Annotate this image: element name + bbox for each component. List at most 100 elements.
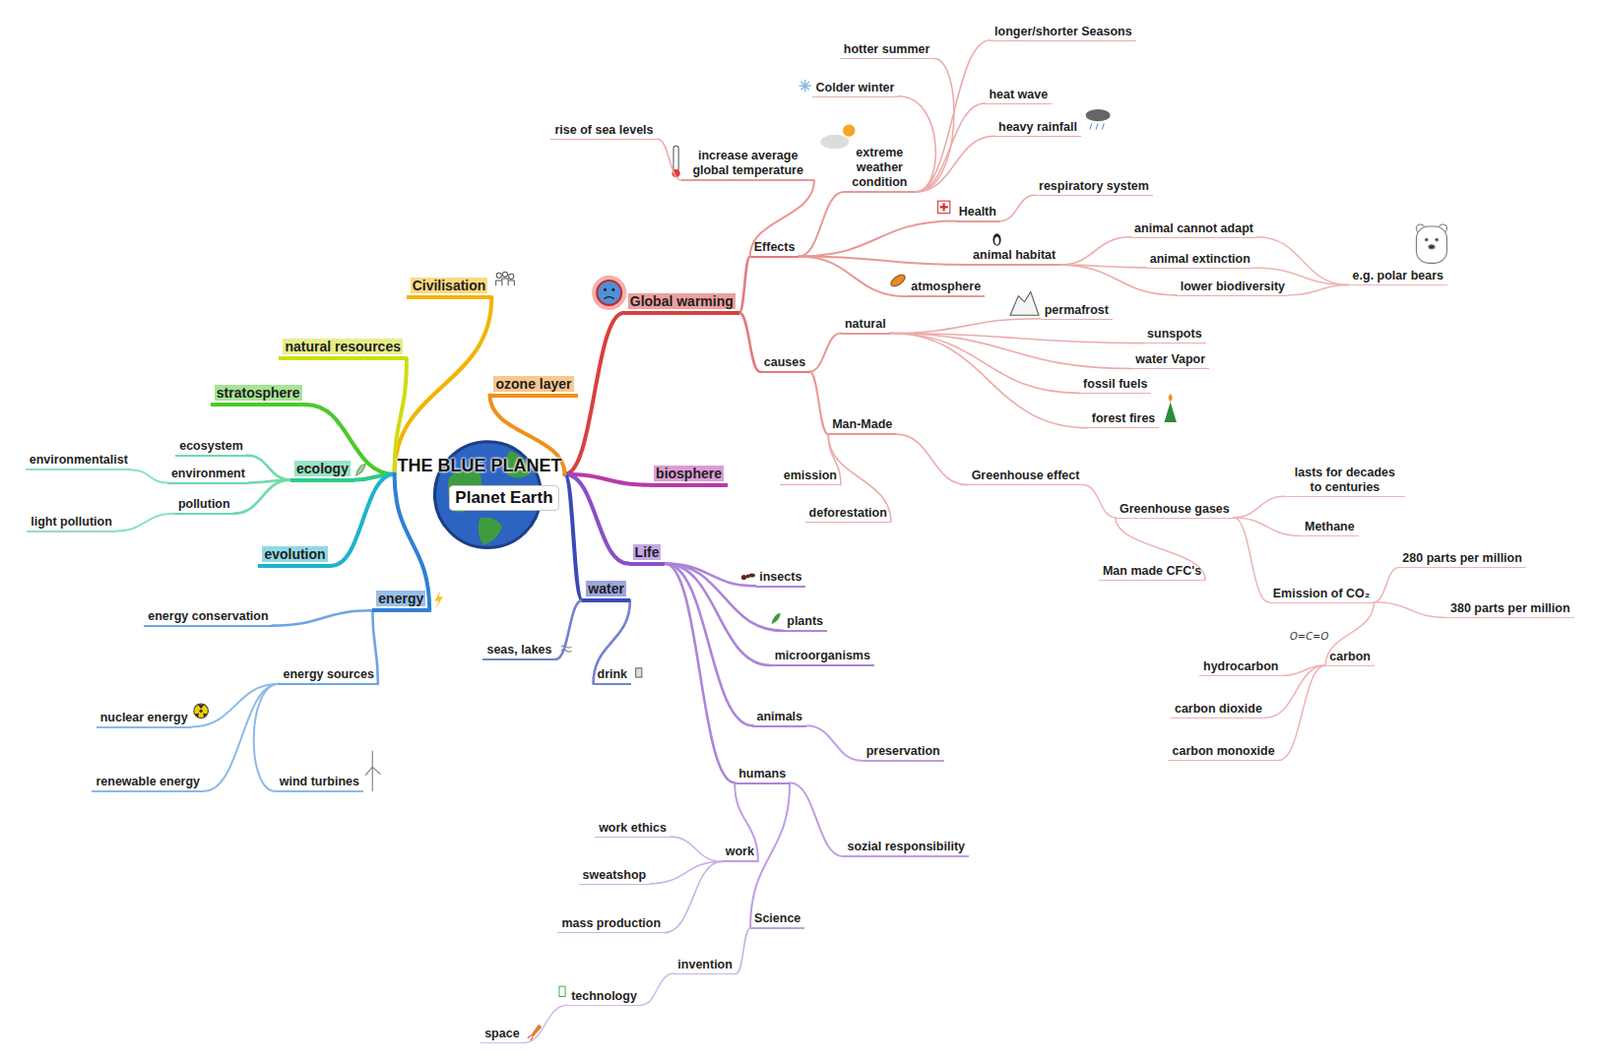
branch-line — [1373, 568, 1399, 603]
branch-topic: plants — [782, 614, 828, 633]
topic-text: Emission of CO₂ — [1273, 586, 1371, 601]
branch-topic: energy sources — [278, 667, 378, 686]
topic-text: microorganisms — [774, 648, 871, 663]
topic-text: humans — [738, 767, 786, 781]
topic-text: THE BLUE PLANET — [397, 455, 563, 478]
main-branch: biosphere — [649, 465, 728, 488]
topic-text: sozial responsibility — [847, 839, 965, 854]
topic-text: e.g. polar bears — [1352, 268, 1444, 283]
branch-topic: rise of sea levels — [550, 123, 657, 140]
topic-text: Colder winter — [816, 80, 896, 95]
topic-text: Life — [633, 544, 662, 561]
topic-text: atmosphere — [910, 279, 981, 294]
branch-topic: heat wave — [984, 87, 1052, 105]
branch-topic: Man-Made — [828, 417, 896, 436]
topic-text: invention — [677, 958, 733, 972]
branch-line — [798, 221, 955, 257]
topic-text: energy sources — [282, 667, 374, 682]
branch-topic: preservation — [862, 744, 945, 763]
branch-line — [394, 297, 493, 475]
branch-line — [640, 973, 674, 1006]
branch-topic: microorganisms — [770, 648, 875, 667]
branch-topic: carbon — [1325, 649, 1375, 667]
topic-text: animal cannot adapt — [1134, 221, 1254, 236]
topic-text: mass production — [561, 916, 661, 931]
rain-cloud-icon — [1086, 109, 1111, 130]
branch-line — [750, 782, 790, 928]
branch-line — [809, 372, 829, 436]
tree-fire-icon — [1163, 393, 1176, 423]
branch-line — [789, 782, 843, 857]
branch-line — [915, 103, 986, 192]
branch-line — [664, 861, 722, 933]
branch-topic: Greenhouse gases — [1115, 502, 1234, 519]
main-branch: evolution — [257, 546, 331, 569]
branch-topic: deforestation — [805, 506, 892, 523]
ant-icon — [741, 573, 756, 580]
topic-text: causes — [764, 355, 806, 370]
branch-line — [247, 455, 291, 481]
branch-topic: Health — [955, 204, 1001, 223]
branch-line — [739, 313, 761, 373]
branch-line — [272, 610, 374, 626]
cup-icon — [636, 668, 642, 678]
radiation-icon — [193, 704, 209, 719]
branch-topic: mass production — [557, 916, 665, 934]
topic-text: Civilisation — [410, 277, 489, 294]
topic-text: Man made CFC's — [1102, 564, 1202, 578]
branch-line — [1288, 285, 1349, 296]
formula-label: O=C=O — [1289, 631, 1329, 642]
branch-topic: sozial responsibility — [843, 839, 969, 858]
branch-line — [1083, 485, 1116, 518]
branch-topic: seas, lakes — [482, 642, 556, 661]
branch-line — [809, 333, 841, 373]
branch-topic: lasts for decades to centuries — [1284, 465, 1406, 498]
branch-topic: carbon monoxide — [1167, 744, 1279, 762]
branch-topic: insects — [755, 570, 806, 588]
topic-text: drink — [597, 667, 629, 682]
branch-topic: e.g. polar bears — [1348, 268, 1448, 286]
topic-text: lower biodiversity — [1180, 279, 1285, 294]
branch-line — [234, 480, 291, 514]
branch-topic: space — [480, 1026, 523, 1044]
topic-text: work ethics — [598, 821, 667, 835]
topic-text: Science — [754, 911, 801, 926]
main-branch: ozone layer — [489, 376, 577, 398]
branch-topic: carbon dioxide — [1170, 702, 1267, 719]
branch-line — [664, 564, 753, 727]
branch-topic: drink — [593, 667, 633, 686]
branch-topic: work ethics — [594, 821, 671, 838]
branch-topic: ecosystem — [175, 439, 248, 457]
branch-topic: animals — [752, 709, 807, 728]
branch-line — [1233, 517, 1301, 537]
topic-text: ozone layer — [493, 376, 574, 392]
branch-topic: hydrocarbon — [1199, 659, 1282, 677]
wind-turbine-icon — [365, 751, 382, 792]
branch-line — [896, 434, 967, 486]
technology-icon — [559, 986, 566, 997]
branch-line — [1325, 602, 1374, 666]
branch-line — [1059, 237, 1131, 265]
branch-topic: work — [721, 844, 759, 863]
branch-line — [664, 564, 735, 784]
branch-topic: wind turbines — [275, 774, 364, 793]
branch-topic: hotter summer — [839, 42, 935, 60]
topic-text: animal extinction — [1150, 252, 1251, 266]
topic-text: space — [484, 1026, 519, 1041]
topic-text: Effects — [754, 240, 796, 255]
branch-topic: permafrost — [1040, 303, 1113, 320]
branch-topic: natural — [840, 317, 891, 335]
topic-text: water — [585, 580, 627, 597]
main-branch: energy — [372, 590, 430, 613]
topic-text: evolution — [261, 546, 327, 563]
topic-text: 280 parts per million — [1402, 551, 1523, 566]
topic-text: stratosphere — [214, 384, 303, 401]
branch-topic: Science — [750, 911, 805, 930]
topic-text: energy conservation — [147, 609, 268, 624]
penguin-icon — [992, 233, 1001, 246]
branch-topic: 280 parts per million — [1398, 551, 1527, 569]
topic-text: renewable energy — [95, 774, 200, 789]
topic-text: natural resources — [282, 338, 403, 355]
sad-globe-icon — [591, 275, 627, 311]
